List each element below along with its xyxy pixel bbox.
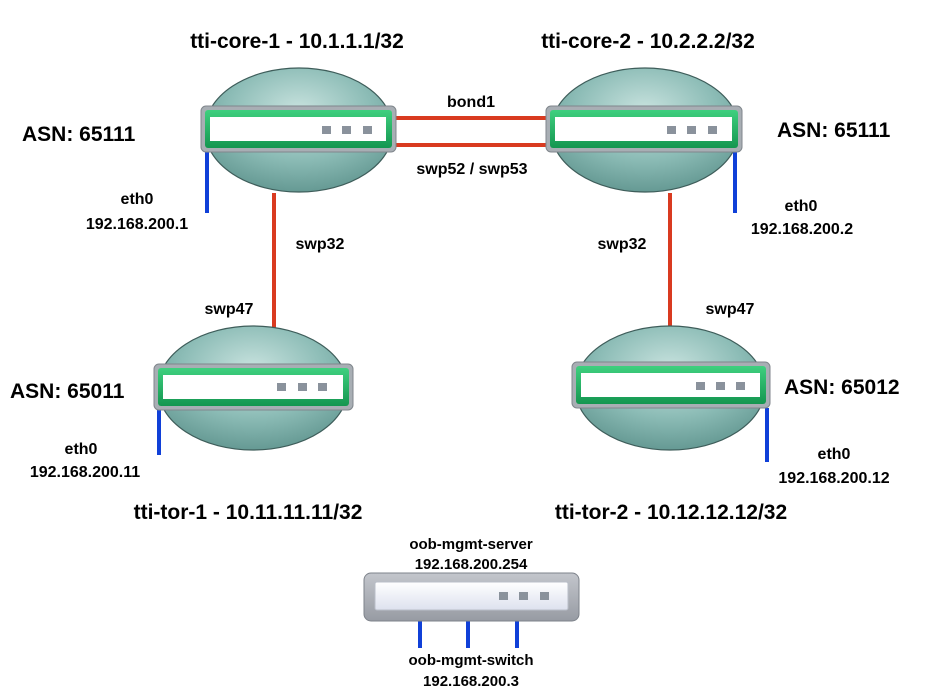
- router-led: [322, 126, 331, 134]
- oob-switch-name: oob-mgmt-switch: [409, 652, 534, 669]
- router-led: [667, 126, 676, 134]
- router-tor1[interactable]: [153, 325, 354, 451]
- core2-mgmt-ip: 192.168.200.2: [751, 221, 853, 238]
- tor2-title: tti-tor-2 - 10.12.12.12/32: [555, 501, 787, 524]
- switch-led: [519, 592, 528, 600]
- core1-swp32-label: swp32: [296, 236, 345, 253]
- bond-ports-label: swp52 / swp53: [416, 161, 527, 178]
- router-led: [716, 382, 725, 390]
- router-led: [277, 383, 286, 391]
- oob-mgmt-switch[interactable]: [363, 572, 580, 622]
- router-faceplate: [163, 375, 343, 399]
- tor1-title: tti-tor-1 - 10.11.11.11/32: [134, 501, 363, 524]
- router-led: [318, 383, 327, 391]
- oob-server-ip: 192.168.200.254: [415, 556, 528, 573]
- tor2-swp47-label: swp47: [706, 301, 755, 318]
- router-led: [736, 382, 745, 390]
- tor1-eth0-label: eth0: [65, 441, 98, 458]
- switch-led: [540, 592, 549, 600]
- oob-switch-ip: 192.168.200.3: [423, 673, 519, 690]
- router-faceplate: [210, 117, 386, 141]
- core2-swp32-label: swp32: [598, 236, 647, 253]
- tor1-asn: ASN: 65011: [10, 380, 125, 403]
- switch-faceplate: [374, 581, 569, 611]
- tor1-swp47-label: swp47: [205, 301, 254, 318]
- oob-server-name: oob-mgmt-server: [409, 536, 533, 553]
- router-led: [363, 126, 372, 134]
- core2-title: tti-core-2 - 10.2.2.2/32: [541, 30, 755, 53]
- router-core2[interactable]: [545, 67, 743, 193]
- router-led: [696, 382, 705, 390]
- core1-eth0-label: eth0: [121, 191, 154, 208]
- tor2-eth0-label: eth0: [818, 446, 851, 463]
- tor2-mgmt-ip: 192.168.200.12: [778, 470, 889, 487]
- core1-mgmt-ip: 192.168.200.1: [86, 216, 188, 233]
- router-led: [298, 383, 307, 391]
- core1-title: tti-core-1 - 10.1.1.1/32: [190, 30, 404, 53]
- router-faceplate: [555, 117, 732, 141]
- core2-eth0-label: eth0: [785, 198, 818, 215]
- bond-label: bond1: [447, 94, 495, 111]
- switch-led: [499, 592, 508, 600]
- router-led: [342, 126, 351, 134]
- router-tor2[interactable]: [571, 325, 771, 451]
- core2-asn: ASN: 65111: [777, 119, 891, 142]
- tor1-mgmt-ip: 192.168.200.11: [30, 464, 140, 481]
- router-led: [687, 126, 696, 134]
- router-core1[interactable]: [200, 67, 397, 193]
- router-faceplate: [581, 373, 760, 397]
- tor2-asn: ASN: 65012: [784, 376, 900, 399]
- router-led: [708, 126, 717, 134]
- core1-asn: ASN: 65111: [22, 123, 136, 146]
